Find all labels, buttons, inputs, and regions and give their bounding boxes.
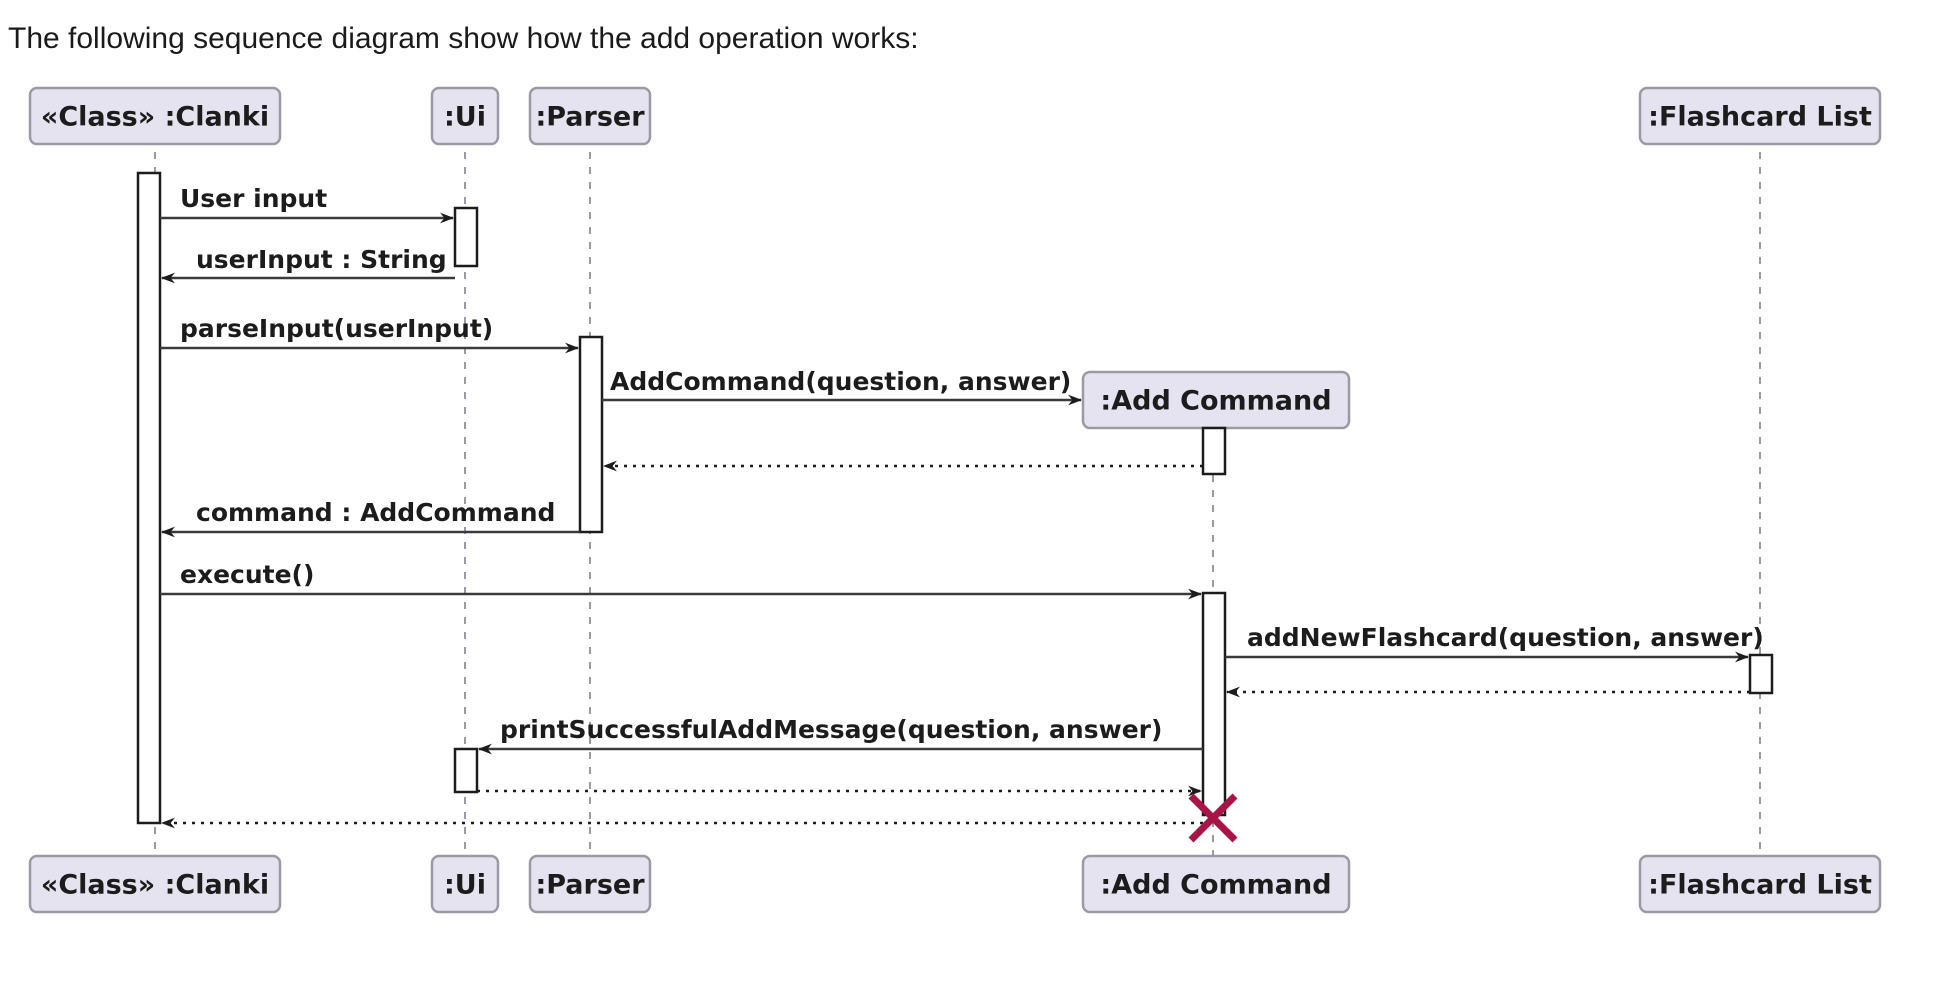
message-execute[interactable]: execute() xyxy=(160,560,1202,600)
participant-box[interactable] xyxy=(528,854,652,914)
participant-box[interactable] xyxy=(1081,854,1351,914)
participant-header-flashcard[interactable]: :Flashcard List xyxy=(1638,86,1882,146)
activation-ui-1 xyxy=(453,206,479,268)
participant-footer-addcmd[interactable]: :Add Command xyxy=(1081,854,1351,914)
activation-ui-2 xyxy=(453,747,479,794)
message-add-new-flashcard[interactable]: addNewFlashcard(question, answer) xyxy=(1225,623,1764,663)
message-label: execute() xyxy=(180,560,314,589)
destroy-x-icon xyxy=(1188,793,1238,843)
participant-label: :Flashcard List xyxy=(1648,102,1872,133)
message-label: command : AddCommand xyxy=(196,498,555,527)
message-command-return[interactable]: command : AddCommand xyxy=(161,498,580,538)
message-label: addNewFlashcard(question, answer) xyxy=(1247,623,1764,652)
participant-box[interactable] xyxy=(28,86,282,146)
participant-label: :Add Command xyxy=(1100,386,1331,417)
message-user-input[interactable]: User input xyxy=(160,184,454,224)
message-label: userInput : String xyxy=(196,245,447,274)
participant-box[interactable] xyxy=(1638,854,1882,914)
message-parse-input[interactable]: parseInput(userInput) xyxy=(160,314,579,354)
message-label: User input xyxy=(180,184,327,213)
activation-clanki xyxy=(136,171,162,825)
participant-label: :Parser xyxy=(535,102,645,133)
page-caption: The following sequence diagram show how … xyxy=(8,22,919,55)
participant-created-addcmd[interactable]: :Add Command xyxy=(1081,370,1351,430)
participant-box[interactable] xyxy=(430,86,500,146)
participant-label: «Class» :Clanki xyxy=(41,102,269,133)
activation-addcmd-1 xyxy=(1201,426,1227,476)
participant-footer-parser[interactable]: :Parser xyxy=(528,854,652,914)
message-user-input-return[interactable]: userInput : String xyxy=(161,245,455,284)
message-print-successful-add[interactable]: printSuccessfulAddMessage(question, answ… xyxy=(478,715,1203,755)
message-label: AddCommand(question, answer) xyxy=(610,367,1071,396)
participant-box[interactable] xyxy=(430,854,500,914)
participant-label: «Class» :Clanki xyxy=(41,870,269,901)
activation-bars xyxy=(136,171,1774,825)
participant-footer-flashcard[interactable]: :Flashcard List xyxy=(1638,854,1882,914)
lifelines xyxy=(154,122,1761,856)
participant-header-ui[interactable]: :Ui xyxy=(430,86,500,146)
activation-addcmd-2 xyxy=(1201,591,1227,817)
participant-footer-ui[interactable]: :Ui xyxy=(430,854,500,914)
participant-box[interactable] xyxy=(528,86,652,146)
participant-label: :Parser xyxy=(535,870,645,901)
activation-parser xyxy=(578,335,604,534)
participant-label: :Add Command xyxy=(1100,870,1331,901)
participant-box[interactable] xyxy=(28,854,282,914)
participant-label: :Ui xyxy=(444,870,486,901)
message-label: parseInput(userInput) xyxy=(180,314,493,343)
message-add-command-create[interactable]: AddCommand(question, answer) xyxy=(602,367,1082,406)
message-label: printSuccessfulAddMessage(question, answ… xyxy=(500,715,1162,744)
participant-footer-clanki[interactable]: «Class» :Clanki xyxy=(28,854,282,914)
participant-header-clanki[interactable]: «Class» :Clanki xyxy=(28,86,282,146)
participant-box[interactable] xyxy=(1638,86,1882,146)
participant-label: :Flashcard List xyxy=(1648,870,1872,901)
participant-label: :Ui xyxy=(444,102,486,133)
participant-header-parser[interactable]: :Parser xyxy=(528,86,652,146)
activation-flashcard xyxy=(1748,653,1774,695)
